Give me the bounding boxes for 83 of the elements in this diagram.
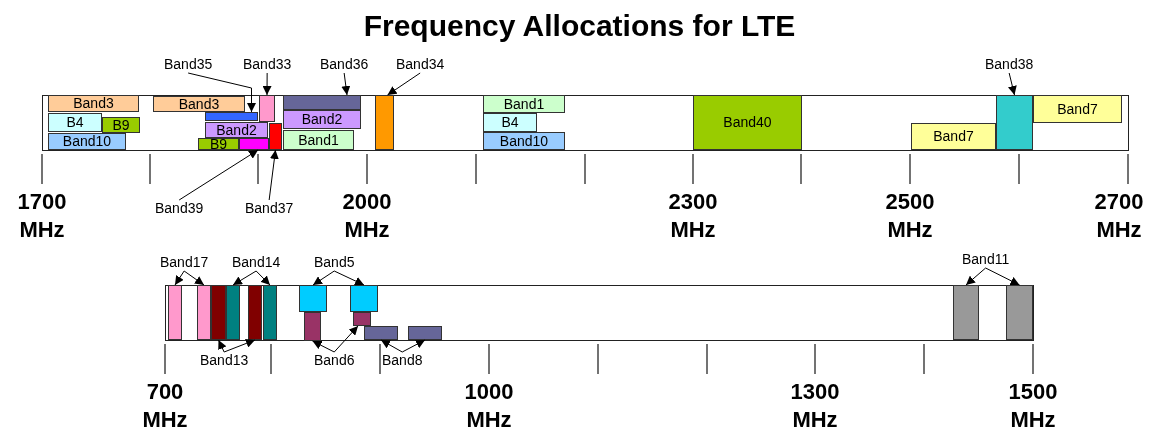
axis-label: 1500 MHz (1007, 378, 1059, 434)
band-bar: B9 (198, 138, 239, 150)
callout-label: Band38 (985, 56, 1034, 73)
callout-label: Band8 (382, 352, 423, 369)
band-bar (375, 95, 394, 150)
arrow (333, 270, 365, 286)
frequency-strip (165, 285, 1034, 341)
callout-label: Band6 (314, 352, 355, 369)
band-bar: Band3 (153, 96, 245, 112)
band-bar: B9 (102, 117, 140, 133)
arrow (262, 72, 272, 96)
callout-label: Band36 (320, 56, 369, 73)
band-bar (211, 285, 226, 340)
arrow (401, 339, 426, 353)
band-bar (283, 95, 361, 110)
arrow (985, 267, 1020, 286)
band-bar (205, 112, 258, 121)
frequency-strip (42, 95, 1129, 151)
band-bar (239, 138, 269, 150)
band-bar (259, 95, 275, 122)
band-bar (197, 285, 211, 340)
arrow (312, 340, 335, 353)
band-bar: Band1 (283, 130, 354, 150)
arrow (341, 72, 351, 96)
callout-label: Band37 (245, 200, 294, 217)
band-bar: B4 (48, 113, 102, 132)
band-bar: B4 (483, 113, 537, 132)
band-bar: Band1 (483, 95, 565, 113)
callout-label: Band5 (314, 254, 355, 271)
arrow (1008, 72, 1017, 96)
band-bar (350, 285, 378, 312)
band-bar (248, 285, 262, 340)
arrow (187, 72, 256, 113)
arrow (333, 325, 359, 353)
band-bar (408, 326, 442, 340)
band-bar (996, 95, 1033, 150)
band-bar (953, 285, 979, 340)
arrow (312, 270, 335, 286)
arrow (255, 270, 271, 286)
arrow (268, 149, 279, 201)
band-bar (168, 285, 182, 340)
arrow (380, 339, 403, 353)
band-bar (263, 285, 277, 340)
callout-label: Band14 (232, 254, 281, 271)
axis-label: 2500 MHz (884, 188, 936, 244)
axis-label: 2300 MHz (667, 188, 719, 244)
band-bar (304, 312, 321, 341)
arrow (965, 267, 987, 286)
axis-label: 700 MHz (141, 378, 189, 434)
band-bar (226, 285, 240, 340)
callout-label: Band13 (200, 352, 249, 369)
arrow (223, 339, 256, 353)
band-bar: Band7 (1033, 95, 1122, 123)
axis-label: 2000 MHz (341, 188, 393, 244)
arrow (183, 270, 205, 286)
callout-label: Band11 (962, 251, 1010, 268)
axis-label: 1000 MHz (463, 378, 515, 434)
band-bar: Band3 (48, 95, 139, 112)
band-bar (299, 285, 327, 312)
band-bar: Band2 (205, 122, 268, 138)
callout-label: Band34 (396, 56, 445, 73)
band-bar (364, 326, 398, 340)
axis-label: 1300 MHz (789, 378, 841, 434)
axis-label: 1700 MHz (16, 188, 68, 244)
arrow (174, 270, 185, 286)
arrow (218, 339, 227, 353)
band-bar (353, 312, 371, 326)
callout-label: Band35 (164, 56, 213, 73)
callout-label: Band33 (243, 56, 292, 73)
arrow (387, 72, 421, 96)
band-bar: Band2 (283, 110, 361, 129)
axis-label: 2700 MHz (1093, 188, 1145, 244)
arrow (232, 270, 257, 286)
band-bar (269, 123, 282, 150)
band-bar: Band7 (911, 123, 996, 150)
title: Frequency Allocations for LTE (362, 8, 797, 44)
arrow (178, 149, 259, 201)
callout-label: Band17 (160, 254, 209, 271)
band-bar (1006, 285, 1033, 340)
callout-label: Band39 (155, 200, 204, 217)
band-bar: Band40 (693, 95, 802, 150)
band-bar: Band10 (48, 133, 126, 150)
band-bar: Band10 (483, 132, 565, 150)
